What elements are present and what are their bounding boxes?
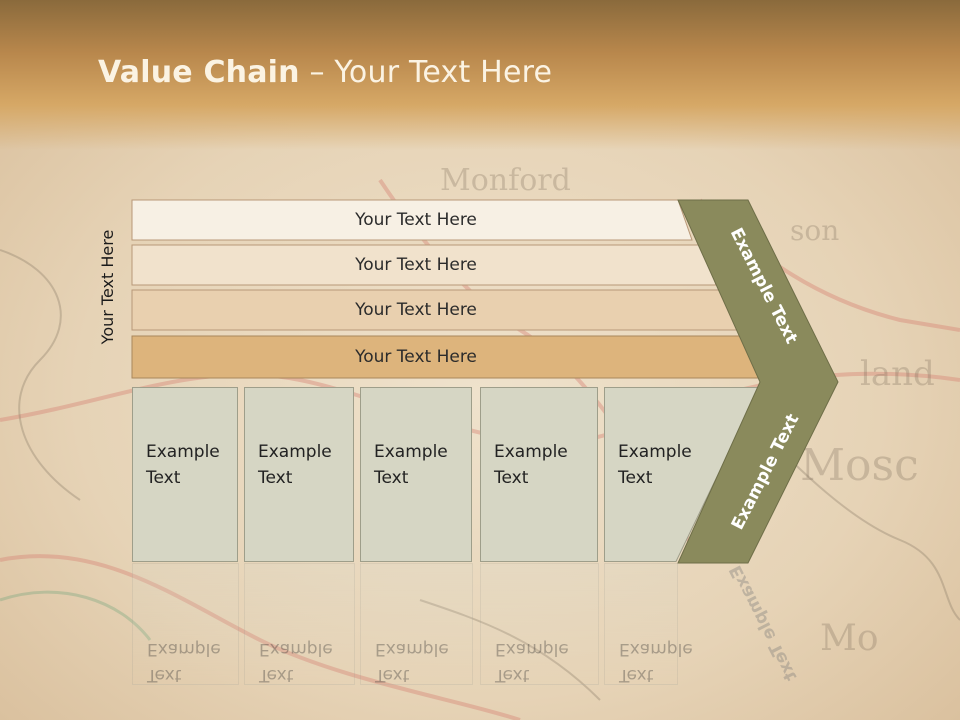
column-shape <box>360 387 472 562</box>
column-text-line1: Example <box>146 442 220 462</box>
svg-text:Mo: Mo <box>820 618 879 659</box>
column-shape <box>244 387 354 562</box>
column-text-line1: Example <box>258 442 332 462</box>
column-text-line2: Text <box>374 468 409 488</box>
svg-text:son: son <box>790 214 839 247</box>
column-text-line1: Example <box>374 442 448 462</box>
column-text-line2: Text <box>146 468 181 488</box>
column-shape <box>480 387 598 562</box>
chevron-shape <box>677 199 839 564</box>
title-bold: Value Chain <box>98 55 300 90</box>
row-label: Your Text Here <box>355 300 477 320</box>
row-shape <box>131 199 693 241</box>
svg-text:land: land <box>860 354 935 394</box>
svg-text:Mosc: Mosc <box>800 440 919 491</box>
svg-text:Monford: Monford <box>440 163 571 198</box>
column-shape <box>604 387 761 562</box>
column-text-line2: Text <box>258 468 293 488</box>
column-text-line1: Example <box>494 442 568 462</box>
title-band <box>0 0 960 150</box>
row-label: Your Text Here <box>355 255 477 275</box>
column-shape <box>132 387 238 562</box>
page-title: Value Chain – Your Text Here <box>98 55 552 90</box>
title-rest: – Your Text Here <box>299 55 553 90</box>
row-label: Your Text Here <box>355 210 477 230</box>
column-text-line2: Text <box>494 468 529 488</box>
column-text-line1: Example <box>618 442 692 462</box>
row-label: Your Text Here <box>355 347 477 367</box>
column-text-line2: Text <box>618 468 653 488</box>
